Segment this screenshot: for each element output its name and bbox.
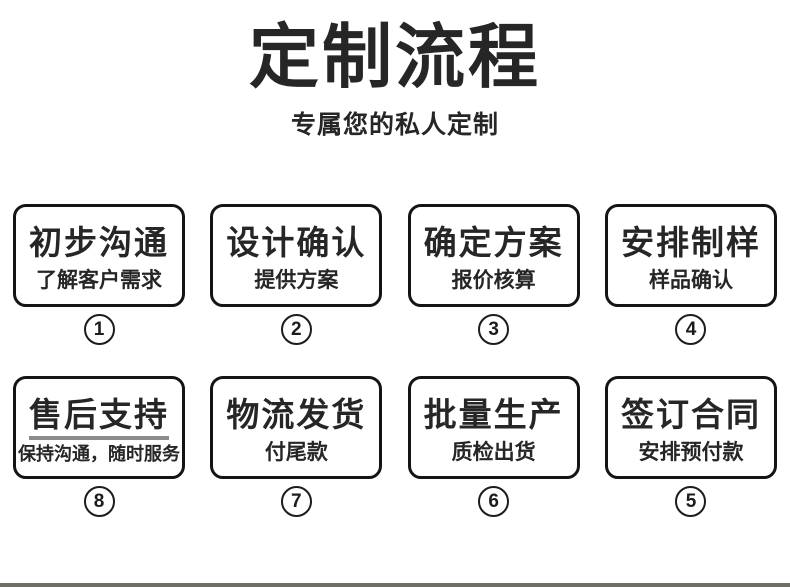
step-box-8: 售后支持 保持沟通，随时服务 bbox=[13, 376, 185, 479]
step-number-badge: 1 bbox=[83, 314, 115, 345]
step-desc: 报价核算 bbox=[451, 269, 536, 292]
step-box-5: 签订合同 安排预付款 bbox=[604, 376, 777, 479]
step-title: 物流发货 bbox=[226, 396, 367, 433]
next-section-edge bbox=[0, 583, 790, 587]
step-cell-2: 设计确认 提供方案 2 bbox=[210, 204, 383, 345]
step-cell-8: 售后支持 保持沟通，随时服务 8 bbox=[13, 376, 185, 517]
step-title: 批量生产 bbox=[423, 396, 564, 433]
step-number-badge: 2 bbox=[280, 314, 312, 345]
step-box-7: 物流发货 付尾款 bbox=[210, 376, 383, 479]
steps-row-top: 初步沟通 了解客户需求 1 设计确认 提供方案 2 确定方案 报价核算 3 安排… bbox=[0, 204, 790, 345]
step-title: 签订合同 bbox=[620, 396, 761, 433]
step-desc: 样品确认 bbox=[648, 269, 733, 292]
step-desc: 保持沟通，随时服务 bbox=[18, 444, 180, 464]
step-box-3: 确定方案 报价核算 bbox=[407, 204, 580, 307]
steps-row-bottom: 售后支持 保持沟通，随时服务 8 物流发货 付尾款 7 批量生产 质检出货 6 … bbox=[0, 376, 790, 517]
step-number-badge: 8 bbox=[83, 486, 115, 517]
step-desc: 付尾款 bbox=[264, 441, 328, 464]
header: 定制流程 专属您的私人定制 bbox=[0, 0, 790, 141]
step-box-1: 初步沟通 了解客户需求 bbox=[13, 204, 185, 307]
step-title: 初步沟通 bbox=[29, 224, 169, 261]
step-desc: 安排预付款 bbox=[638, 441, 744, 464]
step-number-badge: 5 bbox=[675, 486, 707, 517]
step-cell-3: 确定方案 报价核算 3 bbox=[407, 204, 580, 345]
step-title: 确定方案 bbox=[423, 224, 564, 261]
step-desc: 质检出货 bbox=[451, 441, 536, 464]
step-number-badge: 3 bbox=[478, 314, 510, 345]
step-title: 售后支持 bbox=[29, 396, 169, 433]
step-box-6: 批量生产 质检出货 bbox=[407, 376, 580, 479]
step-title: 安排制样 bbox=[620, 224, 761, 261]
step-box-2: 设计确认 提供方案 bbox=[210, 204, 383, 307]
step-cell-7: 物流发货 付尾款 7 bbox=[210, 376, 383, 517]
divider-line bbox=[29, 436, 169, 440]
step-desc: 了解客户需求 bbox=[36, 269, 162, 292]
step-cell-1: 初步沟通 了解客户需求 1 bbox=[13, 204, 185, 345]
step-box-4: 安排制样 样品确认 bbox=[604, 204, 777, 307]
step-desc: 提供方案 bbox=[254, 269, 339, 292]
step-cell-5: 签订合同 安排预付款 5 bbox=[604, 376, 777, 517]
step-number-badge: 7 bbox=[280, 486, 312, 517]
step-number-badge: 4 bbox=[675, 314, 707, 345]
step-cell-4: 安排制样 样品确认 4 bbox=[604, 204, 777, 345]
step-number-badge: 6 bbox=[478, 486, 510, 517]
step-title: 设计确认 bbox=[226, 224, 367, 261]
step-cell-6: 批量生产 质检出货 6 bbox=[407, 376, 580, 517]
page-title: 定制流程 bbox=[249, 18, 541, 96]
page-subtitle: 专属您的私人定制 bbox=[290, 111, 499, 139]
